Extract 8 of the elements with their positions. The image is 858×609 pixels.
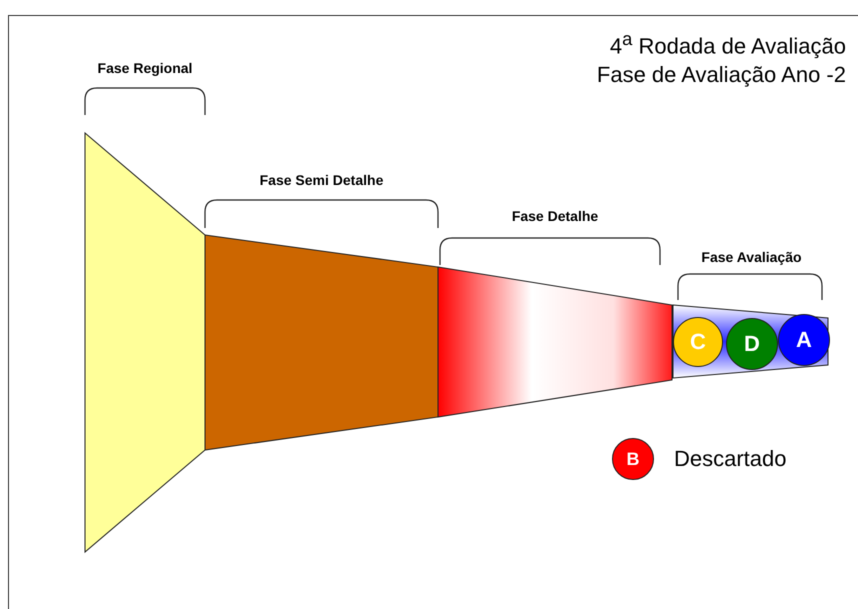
- title: 4$^{a}$ Rodada de Avaliação: [610, 28, 846, 60]
- phase-heading: Fase Semi Detalhe: [258, 172, 384, 188]
- subtitle: Fase de Avaliação Ano -2: [596, 62, 846, 88]
- status-text: Descartado: [674, 446, 787, 472]
- phase-heading: Fase Detalhe: [510, 208, 600, 224]
- rating-circle: B: [612, 438, 654, 480]
- phase-heading: Fase Avaliação: [700, 249, 803, 265]
- phase-heading: Fase Regional: [96, 60, 194, 76]
